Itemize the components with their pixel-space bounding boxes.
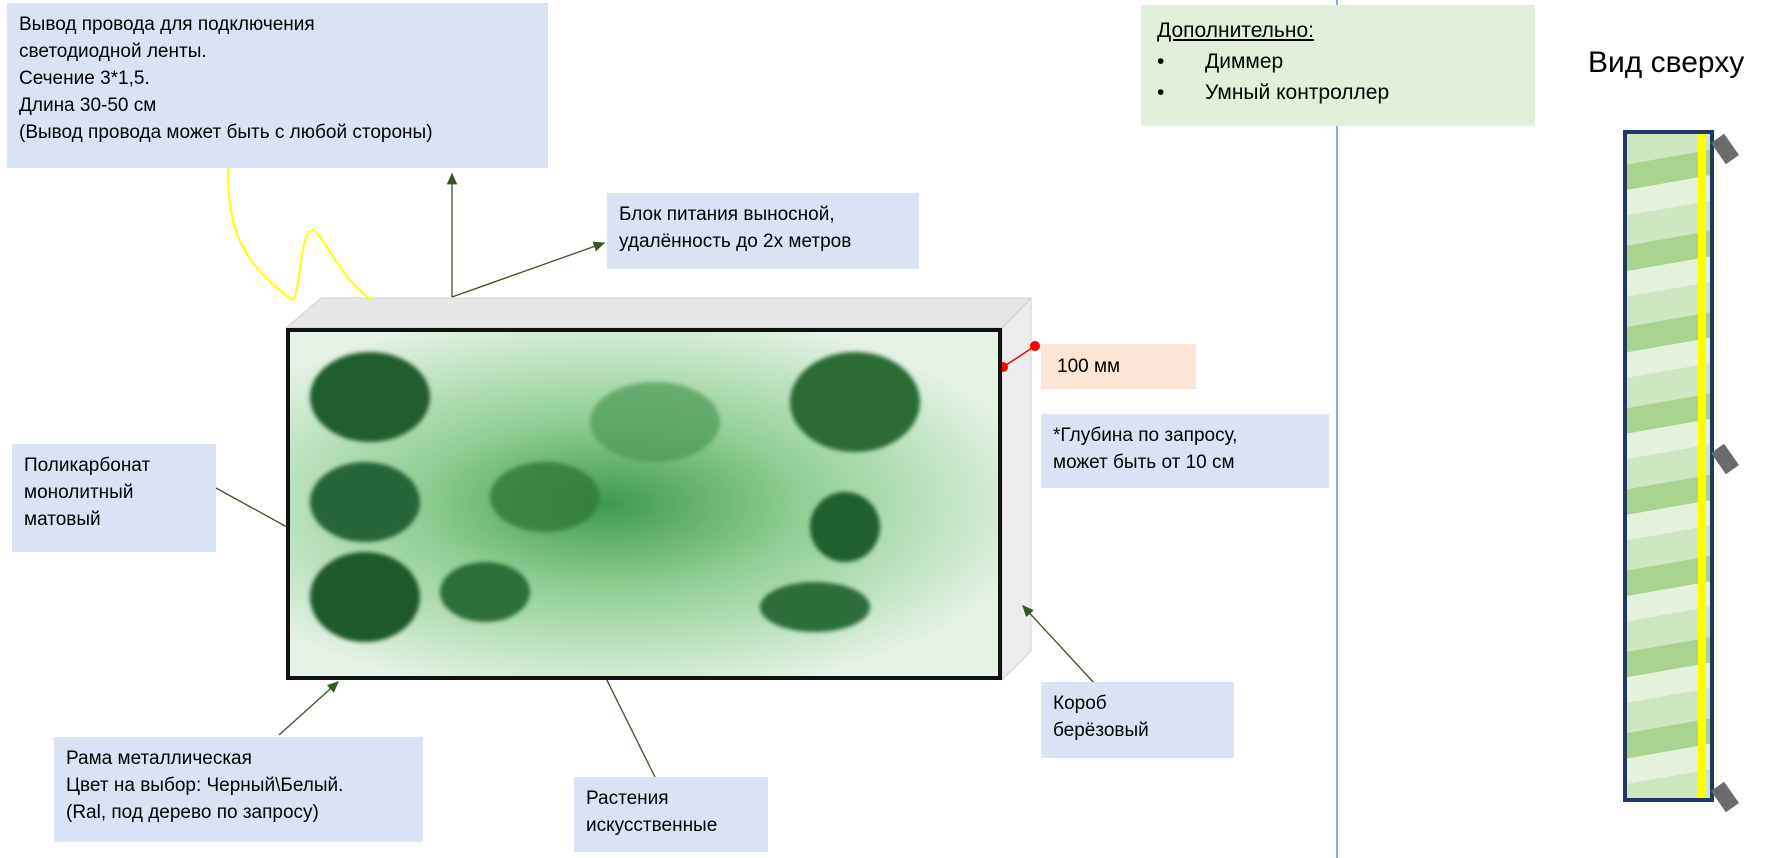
plants-note-line: искусственные bbox=[586, 815, 718, 836]
box-top-face bbox=[284, 297, 1033, 329]
polycarbonate-note: Поликарбонат монолитный матовый bbox=[12, 444, 216, 552]
bullet-icon: • bbox=[1157, 50, 1165, 73]
wire-note-line: Сечение 3*1,5. bbox=[19, 68, 150, 89]
arrow-power bbox=[451, 241, 606, 298]
plants-note-line: Растения bbox=[586, 788, 669, 809]
box-note: Короб берёзовый bbox=[1041, 682, 1234, 758]
box-note-line: берёзовый bbox=[1053, 720, 1149, 741]
extras-title: Дополнительно: bbox=[1157, 19, 1314, 42]
depth-note-line: может быть от 10 см bbox=[1053, 452, 1235, 473]
depth-value: 100 мм bbox=[1041, 344, 1196, 389]
wire-note-line: светодиодной ленты. bbox=[19, 41, 207, 62]
frame-note-line: Цвет на выбор: Черный\Белый. bbox=[66, 775, 344, 796]
polycarbonate-note-line: матовый bbox=[24, 509, 101, 530]
led-strip bbox=[1698, 134, 1706, 798]
depth-note: *Глубина по запросу, может быть от 10 см bbox=[1041, 414, 1329, 488]
bullet-icon: • bbox=[1157, 81, 1165, 104]
wire-note-line: Длина 30-50 см bbox=[19, 95, 157, 116]
topview-title: Вид сверху bbox=[1588, 46, 1745, 79]
arrow-box bbox=[1022, 605, 1096, 685]
power-note-line: удалённость до 2х метров bbox=[619, 231, 852, 252]
extras-box: Дополнительно: • Диммер • Умный контроллер bbox=[1141, 5, 1535, 126]
arrow-frame bbox=[278, 681, 339, 736]
power-note-line: Блок питания выносной, bbox=[619, 204, 835, 225]
depth-line bbox=[1002, 345, 1036, 368]
plants-note: Растения искусственные bbox=[574, 777, 768, 852]
frame-note-line: (Ral, под дерево по запросу) bbox=[66, 802, 319, 823]
wire-note-line: (Вывод провода может быть с любой сторон… bbox=[19, 122, 433, 143]
polycarbonate-note-line: монолитный bbox=[24, 482, 134, 503]
depth-note-line: *Глубина по запросу, bbox=[1053, 425, 1238, 446]
wire-note-line: Вывод провода для подключения bbox=[19, 14, 315, 35]
depth-dot bbox=[1030, 341, 1040, 351]
polycarbonate-note-line: Поликарбонат bbox=[24, 455, 151, 476]
extras-item: • Диммер bbox=[1157, 46, 1519, 77]
box-note-line: Короб bbox=[1053, 693, 1107, 714]
box-side-face bbox=[1001, 296, 1032, 682]
power-note: Блок питания выносной, удалённость до 2х… bbox=[607, 193, 919, 269]
frame-note-line: Рама металлическая bbox=[66, 748, 252, 769]
extras-item: • Умный контроллер bbox=[1157, 77, 1519, 108]
wire-note: Вывод провода для подключения светодиодн… bbox=[7, 3, 548, 168]
led-wire bbox=[227, 167, 373, 302]
plant-panel-image bbox=[286, 328, 1002, 680]
extras-item-label: Умный контроллер bbox=[1205, 81, 1390, 104]
topview-image bbox=[1623, 130, 1714, 802]
frame-note: Рама металлическая Цвет на выбор: Черный… bbox=[54, 737, 423, 842]
extras-item-label: Диммер bbox=[1205, 50, 1284, 73]
